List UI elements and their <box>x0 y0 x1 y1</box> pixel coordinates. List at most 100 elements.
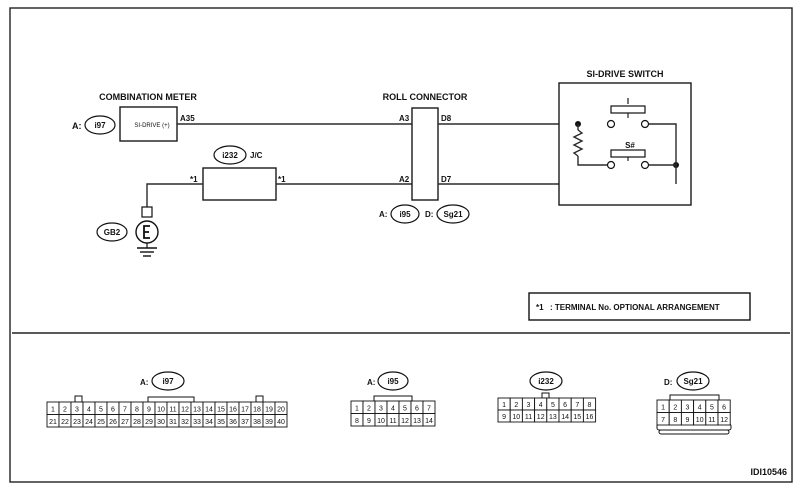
roll-connector-box <box>411 107 439 201</box>
contact-s-label: S# <box>625 141 635 150</box>
i97-pin-label: 26 <box>109 419 117 426</box>
i97-pin-label: 3 <box>75 407 79 414</box>
i232-pin-cell <box>582 409 597 423</box>
terminal-note-text: : TERMINAL No. OPTIONAL ARRANGEMENT <box>550 303 720 312</box>
roll-connector-pin-a3: A3 <box>399 114 410 123</box>
i97-pin-label: 19 <box>265 407 273 414</box>
i95-pin-label: 13 <box>413 418 421 425</box>
roll-connector-conn-d: Sg21 <box>443 210 463 219</box>
i97-pin-label: 1 <box>51 407 55 414</box>
i97-pin-label: 12 <box>181 407 189 414</box>
i97-pin-label: 24 <box>85 419 93 426</box>
si-drive-switch-box <box>558 82 692 206</box>
sg21-pin-cell <box>717 412 731 426</box>
switch-right-rail <box>649 123 677 184</box>
i97-pin-label: 4 <box>87 407 91 414</box>
i95-pin-label: 10 <box>377 418 385 425</box>
connector-i97-name: i97 <box>162 377 174 386</box>
contact-i-label: I <box>627 97 629 106</box>
sg21-skirt-bottom <box>658 429 730 435</box>
i97-pin-label: 27 <box>121 419 129 426</box>
ground-label-oval <box>96 222 128 242</box>
i97-pin-label: 38 <box>253 419 261 426</box>
i97-pin-label: 15 <box>217 407 225 414</box>
i97-pin-label: 7 <box>123 407 127 414</box>
combination-meter-pin: A35 <box>180 114 195 123</box>
jc-left-mark: *1 <box>190 175 198 184</box>
i95-pin-label: 12 <box>401 418 409 425</box>
combination-meter-box <box>119 106 178 142</box>
i97-pin-label: 6 <box>111 407 115 414</box>
contact-s-terminal-left <box>606 160 616 170</box>
i232-pin-label: 8 <box>588 402 592 409</box>
contact-i-plunger <box>610 105 646 114</box>
sg21-pin-label: 1 <box>661 405 665 412</box>
contact-s-plunger <box>610 149 646 158</box>
sg21-latch <box>669 394 720 400</box>
roll-connector-conn-a: i95 <box>399 210 411 219</box>
jc-label: J/C <box>250 151 263 160</box>
i232-pin-label: 1 <box>502 402 506 409</box>
sg21-pin-label: 6 <box>722 405 726 412</box>
i97-pin-label: 40 <box>277 419 285 426</box>
ground-gb2: GB2 <box>96 206 159 257</box>
wire-jc-ground <box>146 183 203 207</box>
si-drive-switch: SI-DRIVE SWITCH I S# <box>558 69 692 206</box>
i95-pin-label: 9 <box>367 418 371 425</box>
resistor-lead-bottom <box>577 156 607 166</box>
i95-pin-label: 8 <box>355 418 359 425</box>
connector-i232-oval <box>529 371 563 391</box>
i97-key-left <box>74 395 83 403</box>
combination-meter-inner-label: SI-DRIVE (+) <box>134 123 169 129</box>
i97-key-right <box>255 395 264 403</box>
roll-connector-conn-a-prefix: A: <box>379 210 387 219</box>
si-drive-switch-title: SI-DRIVE SWITCH <box>586 69 663 79</box>
sg21-pin-label: 5 <box>710 405 714 412</box>
i232-key <box>541 392 550 399</box>
i97-pin-label: 32 <box>181 419 189 426</box>
i232-pin-label: 12 <box>537 414 545 421</box>
i95-pin-label: 6 <box>415 406 419 413</box>
i97-pin-label: 30 <box>157 419 165 426</box>
combination-meter-conn-oval <box>84 115 116 135</box>
i95-pin-label: 5 <box>403 406 407 413</box>
i232-pin-label: 15 <box>573 414 581 421</box>
i232-pin-label: 7 <box>575 402 579 409</box>
i232-pin-label: 9 <box>502 414 506 421</box>
i97-pin-label: 25 <box>97 419 105 426</box>
i97-pin-label: 35 <box>217 419 225 426</box>
i97-pin-label: 18 <box>253 407 261 414</box>
i97-pin-label: 20 <box>277 407 285 414</box>
i95-pin-label: 1 <box>355 406 359 413</box>
i97-pin-label: 13 <box>193 407 201 414</box>
connector-i97-prefix: A: <box>140 378 148 387</box>
roll-connector-conn-d-oval <box>436 204 470 224</box>
i97-pin-label: 9 <box>147 407 151 414</box>
terminal-note-box <box>528 292 751 321</box>
i97-pin-label: 8 <box>135 407 139 414</box>
i97-pin-label: 29 <box>145 419 153 426</box>
figure-id: IDI10546 <box>750 467 787 477</box>
i95-pin-cell <box>422 413 436 427</box>
i97-pin-label: 33 <box>193 419 201 426</box>
i97-pin-label: 31 <box>169 419 177 426</box>
connector-i97-oval <box>151 371 185 391</box>
jc-right-mark: *1 <box>278 175 286 184</box>
i232-pin-label: 10 <box>512 414 520 421</box>
connector-sg21-oval <box>676 371 710 391</box>
ground-e-icon <box>143 225 150 239</box>
i95-pin-label: 4 <box>391 406 395 413</box>
connector-i95-oval <box>377 371 409 391</box>
i95-pin-label: 14 <box>425 418 433 425</box>
contact-i-terminal-left <box>606 119 616 129</box>
combination-meter-title: COMBINATION METER <box>99 92 197 102</box>
roll-connector-conn-d-prefix: D: <box>425 210 433 219</box>
i232-pin-label: 4 <box>539 402 543 409</box>
ground-terminal <box>141 206 153 218</box>
i95-pin-label: 11 <box>389 418 396 425</box>
i232-pin-label: 6 <box>563 402 567 409</box>
